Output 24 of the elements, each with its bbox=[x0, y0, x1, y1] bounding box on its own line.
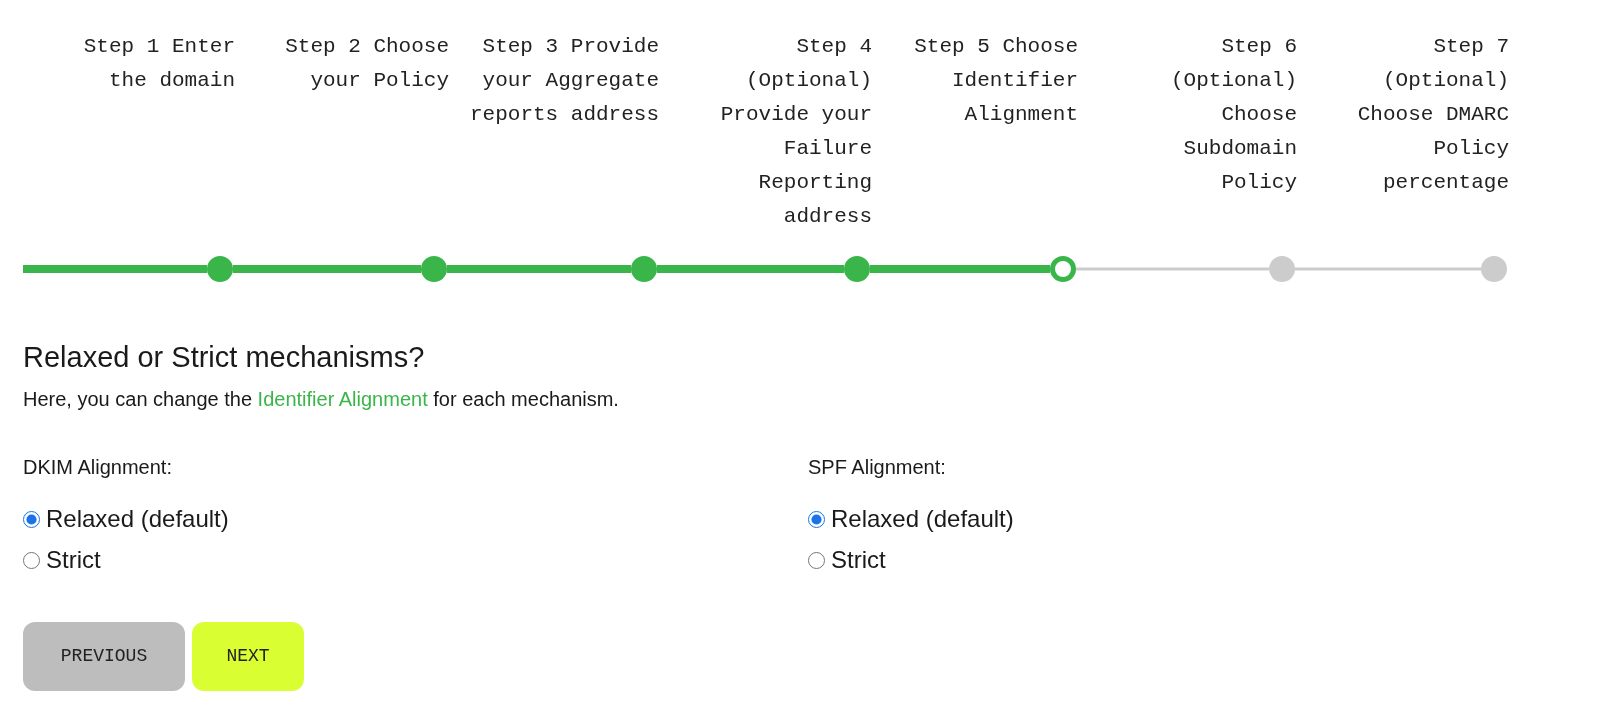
progress-line bbox=[657, 265, 844, 273]
option-label: Relaxed (default) bbox=[46, 504, 229, 534]
step-label: Step 4 (Optional) Provide your Failure Reporting address bbox=[719, 34, 872, 230]
step-label: Step 5 Choose Identifier Alignment bbox=[913, 34, 1078, 128]
progress-line bbox=[233, 265, 421, 273]
option-label: Relaxed (default) bbox=[831, 504, 1014, 534]
step-label: Step 6 (Optional) Choose Subdomain Policy bbox=[1169, 34, 1297, 196]
next-button: NEXT bbox=[192, 622, 304, 691]
section-heading: Relaxed or Strict mechanisms? bbox=[23, 340, 425, 375]
progress-line bbox=[447, 265, 631, 273]
instruction-text: Here, you can change the Identifier Alignment for each mechanism. bbox=[23, 387, 619, 412]
progress-line bbox=[1076, 267, 1269, 271]
previous-button: PREVIOUS bbox=[23, 622, 185, 691]
option-label: Strict bbox=[46, 545, 101, 575]
step-label: Step 2 Choose your Policy bbox=[284, 34, 449, 94]
field-label: SPF Alignment: bbox=[808, 455, 946, 480]
field-label: DKIM Alignment: bbox=[23, 455, 172, 480]
option-label: Strict bbox=[831, 545, 886, 575]
step-label: Step 3 Provide your Aggregate reports address bbox=[468, 34, 659, 128]
step-label: Step 1 Enter the domain bbox=[82, 34, 235, 94]
step-label: Step 7 (Optional) Choose DMARC Policy percentage bbox=[1356, 34, 1509, 196]
progress-line bbox=[870, 265, 1050, 273]
link: Identifier Alignment bbox=[257, 388, 428, 410]
progress-line bbox=[1295, 267, 1481, 271]
